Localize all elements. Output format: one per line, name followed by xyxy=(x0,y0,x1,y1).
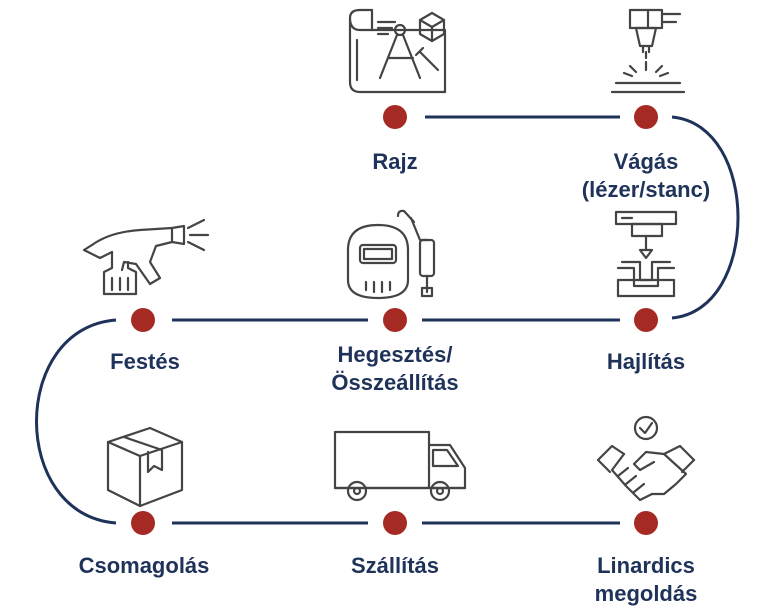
step-dot-rajz xyxy=(383,105,407,129)
step-label-szallitas: Szállítás xyxy=(350,553,440,578)
step-dots xyxy=(131,105,658,535)
welding-mask-icon xyxy=(346,209,436,300)
step-dot-csomagolas xyxy=(131,511,155,535)
step-dot-hajlitas xyxy=(634,308,658,332)
step-label-vagas: Vágás (lézer/stanc) xyxy=(581,149,711,202)
step-label-festes: Festés xyxy=(110,349,180,374)
connector-curve xyxy=(35,318,117,525)
flow-lines xyxy=(35,115,740,525)
step-label-hegesztes: Hegesztés/ Összeállítás xyxy=(331,342,459,395)
spray-gun-icon xyxy=(82,218,210,296)
handshake-icon xyxy=(596,415,696,502)
connector-curve xyxy=(671,115,740,320)
box-icon xyxy=(106,426,184,508)
truck-icon xyxy=(333,430,467,502)
step-label-csomagolas: Csomagolás xyxy=(78,553,210,578)
step-label-hajlitas: Hajlítás xyxy=(606,349,686,374)
step-dot-festes xyxy=(131,308,155,332)
step-label-linardics: Linardics megoldás xyxy=(594,553,698,606)
laser-cutter-icon xyxy=(610,8,686,94)
press-brake-icon xyxy=(614,210,678,298)
step-dot-hegesztes xyxy=(383,308,407,332)
step-dot-szallitas xyxy=(383,511,407,535)
step-dot-linardics xyxy=(634,511,658,535)
step-label-rajz: Rajz xyxy=(372,149,418,174)
blueprint-icon xyxy=(348,8,447,94)
step-dot-vagas xyxy=(634,105,658,129)
